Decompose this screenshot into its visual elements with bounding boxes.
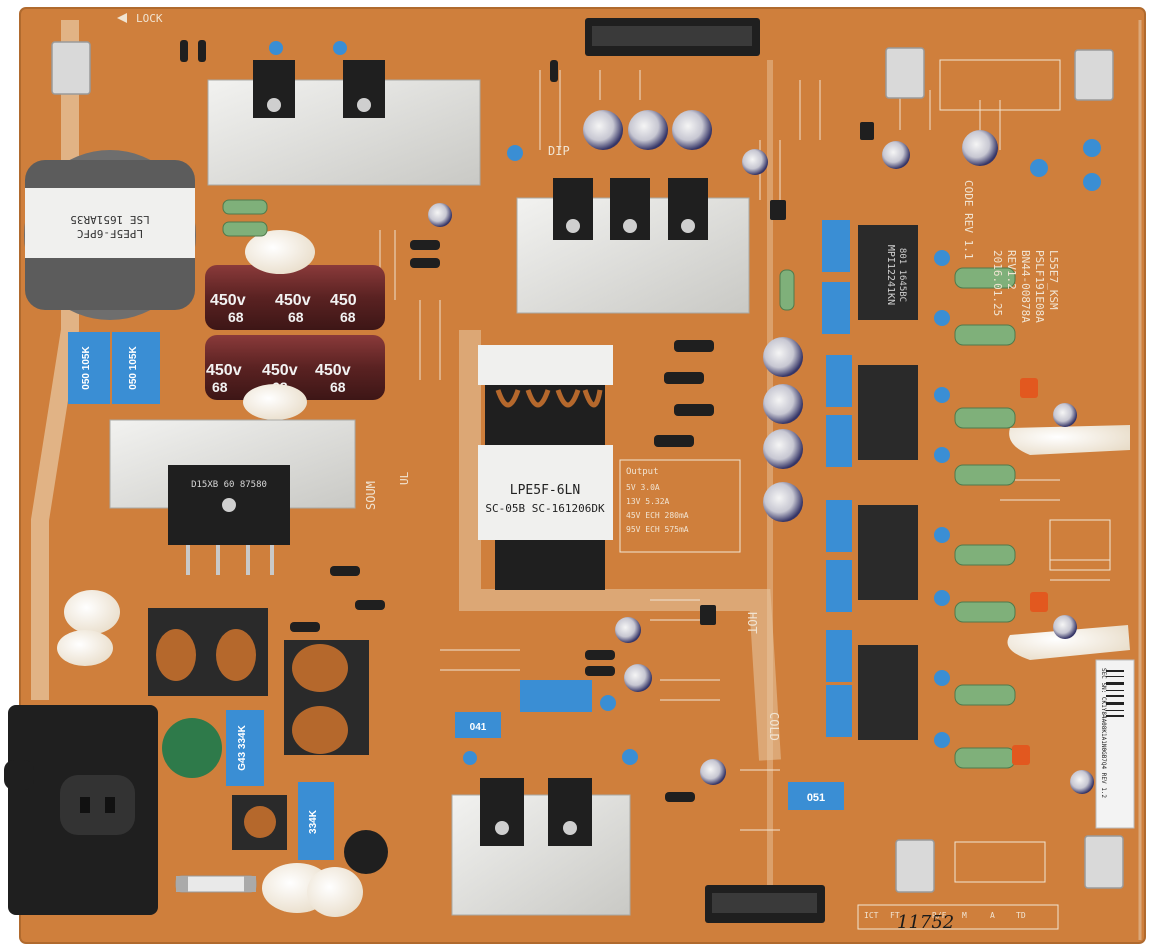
model-line-4: REV1.2 — [1005, 250, 1018, 290]
strip-cell-5: A — [990, 911, 995, 920]
bulk-capacitor-top: 450v 450v 450 68 68 68 — [205, 265, 385, 330]
electrolytic-caps-middle — [615, 337, 1094, 794]
varistor — [162, 718, 388, 874]
hot-label: HOT — [745, 612, 759, 634]
ac-inlet — [4, 705, 158, 915]
lock-marking: LOCK — [117, 12, 163, 25]
diodes — [180, 40, 714, 802]
pfc-transformer-label-2: LSE 1651AR35 — [70, 213, 149, 226]
fuse — [175, 875, 257, 893]
model-line-5: 2016.01.25 — [991, 250, 1004, 316]
spec-header: Output — [626, 467, 659, 477]
model-line-1: L55E7_KSM — [1047, 250, 1060, 310]
vrm-label: SOUM — [364, 481, 378, 510]
handwritten-number: 11752 — [897, 912, 954, 933]
film-cap-x-label: G43 334K — [237, 724, 248, 770]
bulk-cap-top-v1: 450v — [210, 292, 246, 309]
bulk-cap-bottom-v2: 450v — [262, 362, 298, 379]
glue-blobs — [57, 230, 1130, 917]
bulk-cap-top-v2: 450v — [275, 292, 311, 309]
pfc-transformer-label-1: LPE5F-6PFC — [77, 227, 143, 240]
blue-disc-caps — [269, 41, 1101, 765]
heatsink-bottom — [451, 778, 631, 916]
mounting-clips — [51, 41, 1124, 893]
heatsink-top-left — [207, 60, 481, 186]
main-transformer-label-1: LPE5F-6LN — [510, 483, 580, 498]
orange-caps — [1012, 378, 1048, 765]
spec-line-3: 45V ECH 280mA — [626, 511, 689, 520]
bulk-cap-top-c3: 68 — [340, 309, 356, 325]
bulk-cap-top-c1: 68 — [228, 309, 244, 325]
pfc-transformer: LPE5F-6PFC LSE 1651AR35 — [24, 150, 196, 320]
main-transformer: LPE5F-6LN SC-05B SC-161206DK — [478, 345, 613, 590]
strip-cell-4: M — [962, 911, 967, 920]
bottom-connector — [705, 885, 825, 923]
led-inductors: MPI12241KN 801 1645BC — [858, 225, 918, 740]
film-cap-label-1: 050 105K — [81, 346, 92, 390]
code-rev-label: CODE REV 1.1 — [962, 180, 975, 259]
small-components — [700, 59, 1111, 883]
bulk-cap-bottom-c1: 68 — [212, 379, 228, 395]
inductor-label-2: 801 1645BC — [897, 248, 907, 302]
dip-label: DIP — [548, 144, 570, 158]
ul-label: UL — [398, 471, 411, 485]
green-resistors — [222, 199, 1016, 769]
bridge-label: D15XB 60 87580 — [191, 480, 267, 490]
bulk-cap-top-v3: 450 — [330, 292, 357, 309]
strip-cell-2: FT — [890, 911, 900, 920]
ic-blue-blocks — [455, 220, 852, 810]
film-caps-left: 050 105K 050 105K — [68, 332, 160, 404]
strip-cell-1: ICT — [864, 911, 879, 920]
film-cap-label-2: 050 105K — [128, 346, 139, 390]
spec-line-1: 5V 3.0A — [626, 483, 660, 492]
bulk-cap-bottom-v3: 450v — [315, 362, 351, 379]
top-connector — [585, 18, 760, 56]
bulk-cap-bottom-c3: 68 — [330, 379, 346, 395]
blue-cap-label-1: 041 — [470, 722, 487, 733]
common-mode-chokes — [148, 608, 369, 850]
output-spec-table: Output 5V 3.0A 13V 5.32A 45V ECH 280mA 9… — [619, 459, 741, 553]
test-strip: ICT FT R/F M A TD 11752 — [857, 904, 1059, 933]
bulk-cap-bottom-v1: 450v — [206, 362, 242, 379]
ic-cap-label: 051 — [807, 792, 825, 804]
barcode-label: SEC SN: CK1Y84A08K1A1N0GB7Q4 REV 1.2 — [1095, 659, 1135, 829]
bulk-cap-top-c2: 68 — [288, 309, 304, 325]
film-cap-y-label: 334K — [308, 809, 319, 834]
heatsink-top-middle — [516, 178, 750, 314]
model-line-2: PSLF191E08A — [1033, 250, 1046, 323]
model-info-block: CODE REV 1.1 L55E7_KSM PSLF191E08A BN44-… — [962, 180, 1060, 323]
bulk-capacitor-bottom: 450v 450v 450v 68 68 68 — [205, 335, 385, 400]
lock-label: LOCK — [136, 12, 163, 25]
barcode-text: SEC SN: CK1Y84A08K1A1N0GB7Q4 REV 1.2 — [1100, 668, 1107, 798]
strip-cell-6: TD — [1016, 911, 1026, 920]
spec-line-2: 13V 5.32A — [626, 497, 670, 506]
cold-label: COLD — [767, 712, 781, 741]
strip-cell-3: R/F — [932, 911, 947, 920]
main-transformer-label-2: SC-05B SC-161206DK — [485, 502, 605, 515]
inductor-label-1: MPI12241KN — [885, 245, 896, 305]
model-line-3: BN44-00878A — [1019, 250, 1032, 323]
film-cap-y: 334K — [298, 782, 334, 860]
bridge-rectifier: D15XB 60 87580 — [109, 419, 356, 575]
film-cap-x: G43 334K — [226, 710, 264, 786]
spec-line-4: 95V ECH 575mA — [626, 525, 689, 534]
electrolytic-caps-top — [428, 110, 998, 227]
